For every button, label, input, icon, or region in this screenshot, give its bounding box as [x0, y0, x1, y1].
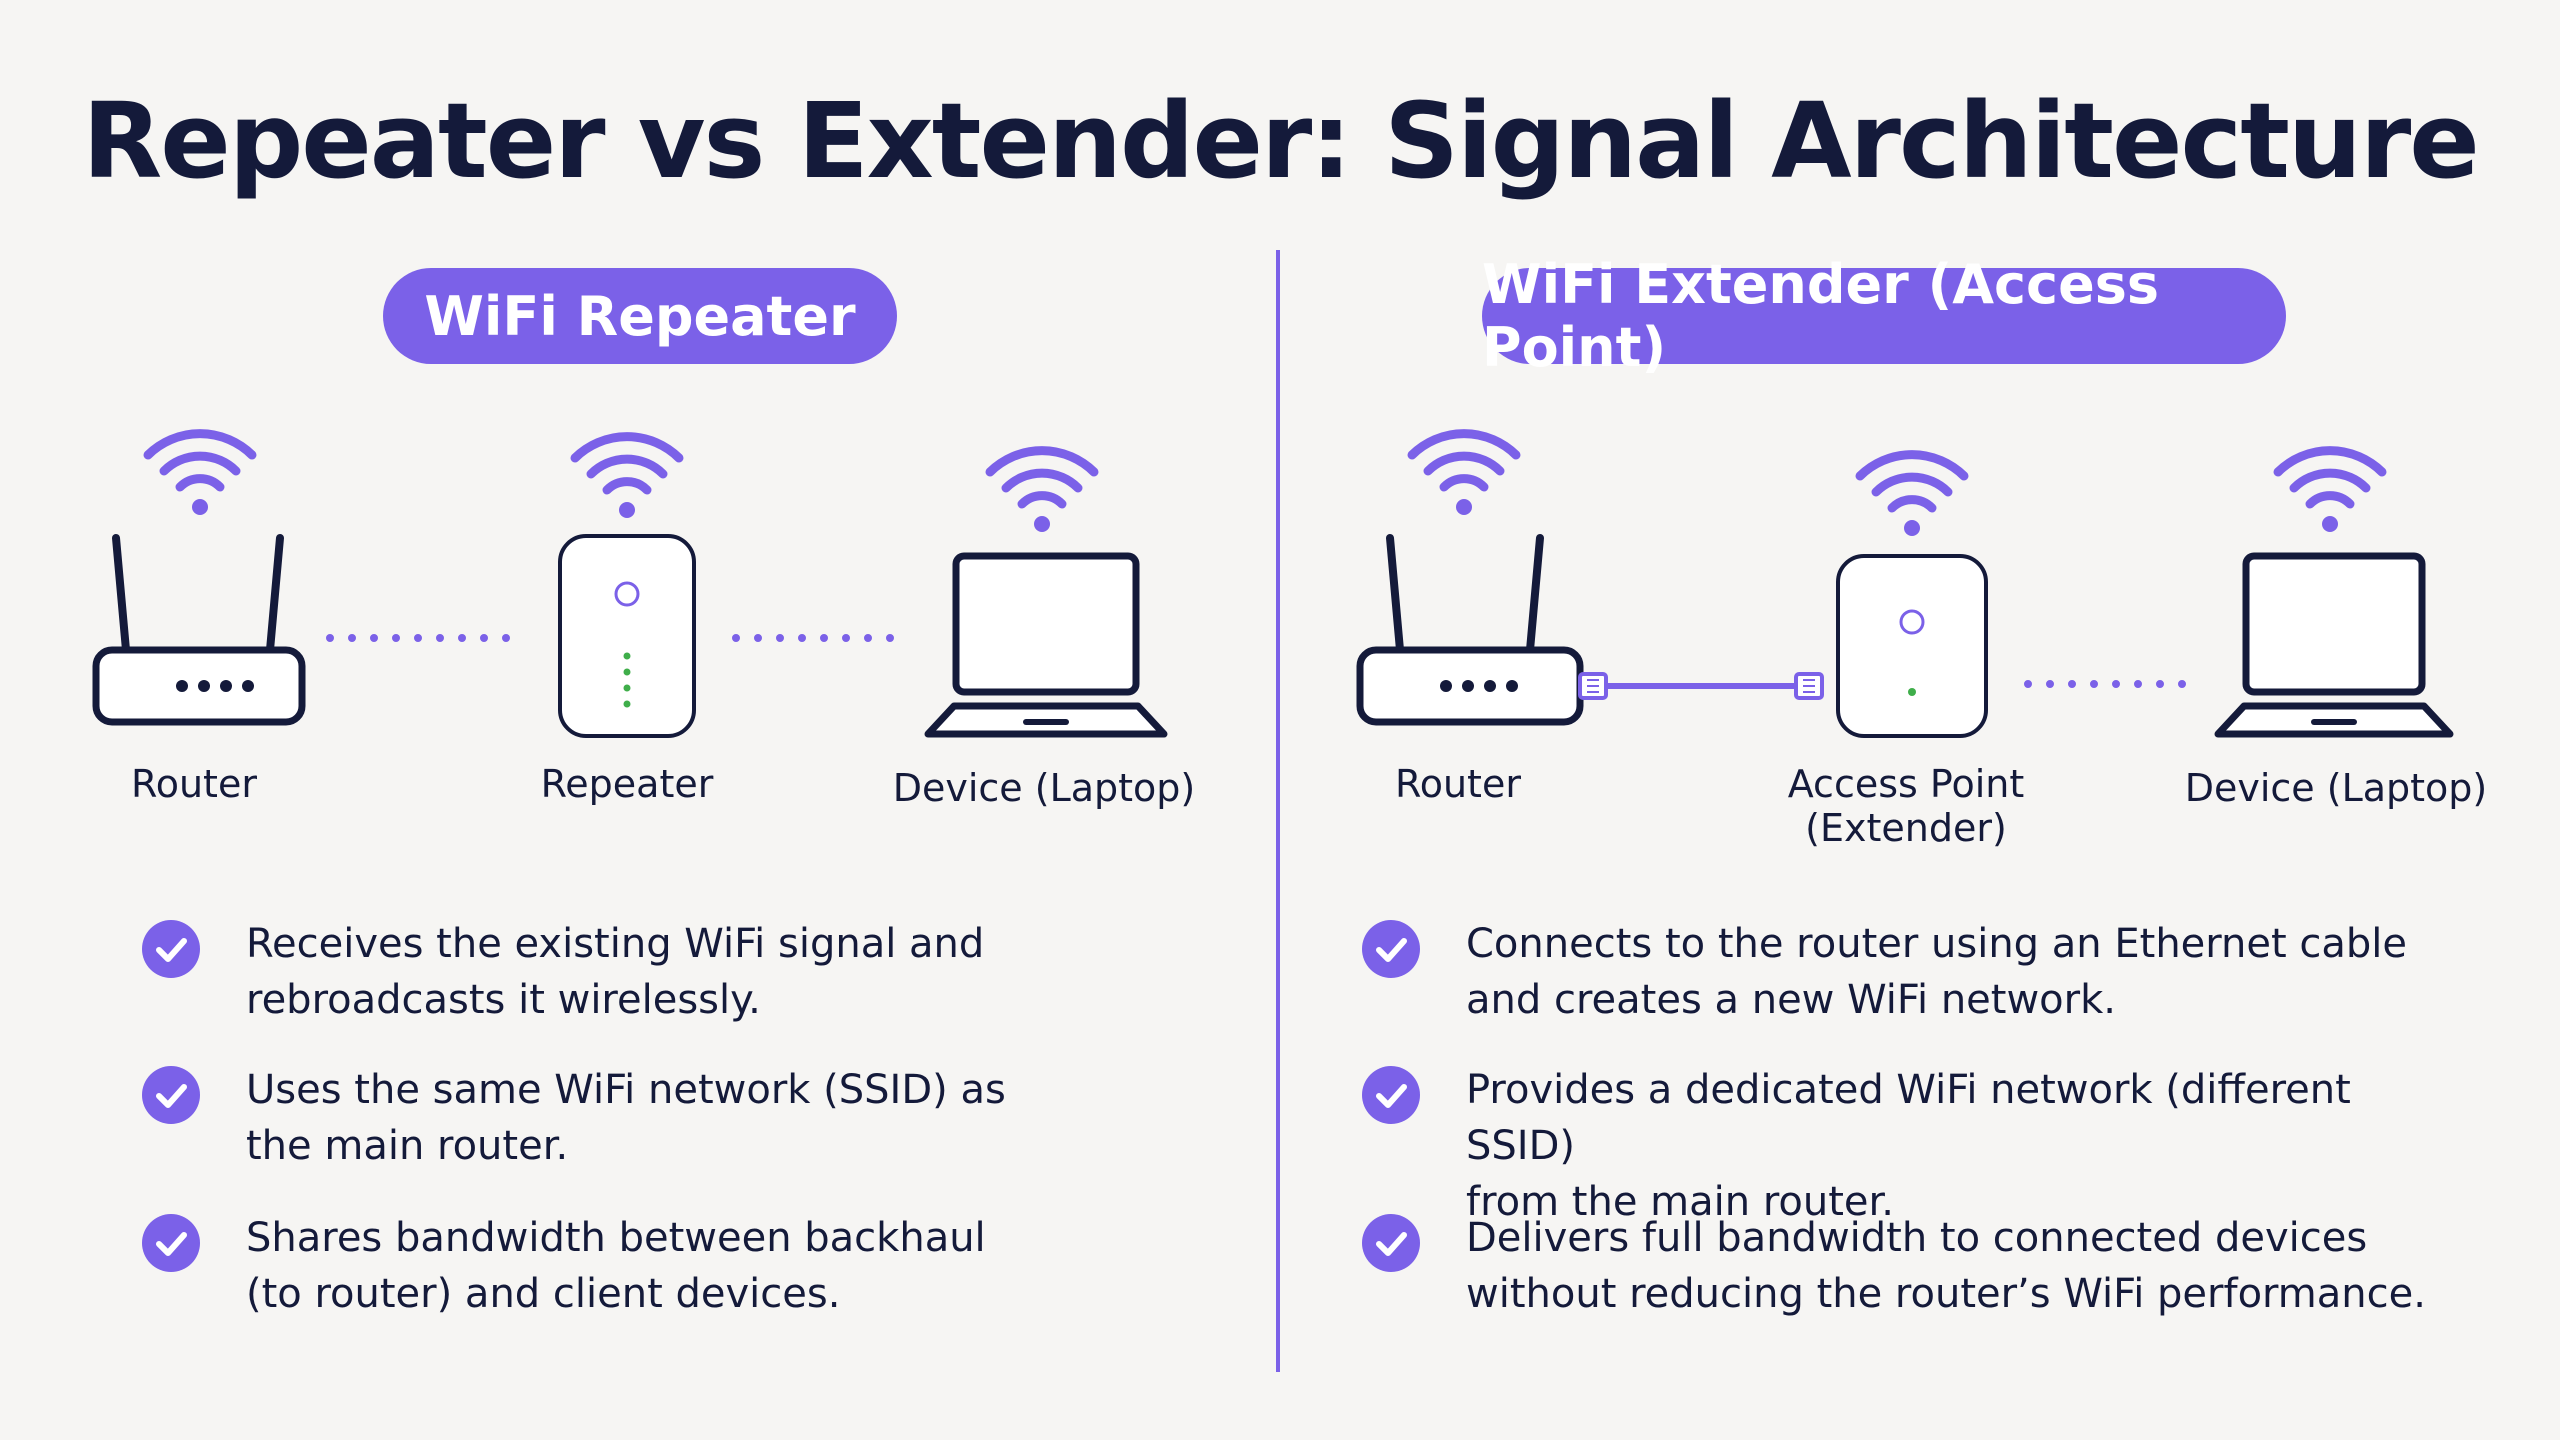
list-item-line: Connects to the router using an Ethernet…: [1466, 921, 2407, 967]
list-item-line: without reducing the router’s WiFi perfo…: [1466, 1271, 2426, 1317]
wifi-signal-icon: [990, 451, 1094, 532]
section-divider: [1276, 250, 1280, 1372]
wifi-signal-icon: [2278, 451, 2382, 532]
check-icon: [142, 1066, 200, 1124]
device-label-access-point-line2: (Extender): [1805, 806, 2007, 850]
repeater-icon: [558, 534, 696, 738]
device-label-router: Router: [1395, 762, 1521, 806]
wifi-signal-icon: [148, 434, 252, 515]
check-icon: [1362, 1214, 1420, 1272]
router-icon: [92, 534, 306, 726]
laptop-icon: [924, 552, 1168, 738]
check-icon: [1362, 1066, 1420, 1124]
repeater-heading-pill: WiFi Repeater: [383, 268, 897, 364]
list-item-line: from the main router.: [1466, 1179, 1894, 1225]
device-label-laptop: Device (Laptop): [2184, 766, 2488, 810]
check-icon: [142, 1214, 200, 1272]
device-label-access-point: Access Point (Extender): [1706, 762, 2106, 850]
list-item-line: rebroadcasts it wirelessly.: [246, 977, 761, 1023]
access-point-icon: [1836, 554, 1988, 738]
ethernet-cable-icon: [1578, 672, 1824, 700]
check-icon: [142, 920, 200, 978]
list-item-line: Provides a dedicated WiFi network (diffe…: [1466, 1067, 2351, 1169]
check-icon: [1362, 920, 1420, 978]
list-item-line: the main router.: [246, 1123, 569, 1169]
device-label-laptop: Device (Laptop): [892, 766, 1196, 810]
laptop-icon: [2214, 552, 2454, 738]
device-label-repeater: Repeater: [540, 762, 714, 806]
list-item-line: Delivers full bandwidth to connected dev…: [1466, 1215, 2368, 1261]
page-title: Repeater vs Extender: Signal Architectur…: [82, 80, 2480, 202]
list-item-line: and creates a new WiFi network.: [1466, 977, 2116, 1023]
list-item-line: Shares bandwidth between backhaul: [246, 1215, 986, 1261]
list-item-line: Receives the existing WiFi signal and: [246, 921, 985, 967]
wifi-signal-icon: [575, 437, 679, 518]
wifi-signal-icon: [1412, 434, 1516, 515]
router-icon: [1356, 534, 1584, 726]
device-label-access-point-line1: Access Point: [1787, 762, 2025, 806]
list-item-line: (to router) and client devices.: [246, 1271, 841, 1317]
device-label-router: Router: [131, 762, 257, 806]
wifi-signal-icon: [1860, 455, 1964, 536]
list-item-line: Uses the same WiFi network (SSID) as: [246, 1067, 1006, 1113]
